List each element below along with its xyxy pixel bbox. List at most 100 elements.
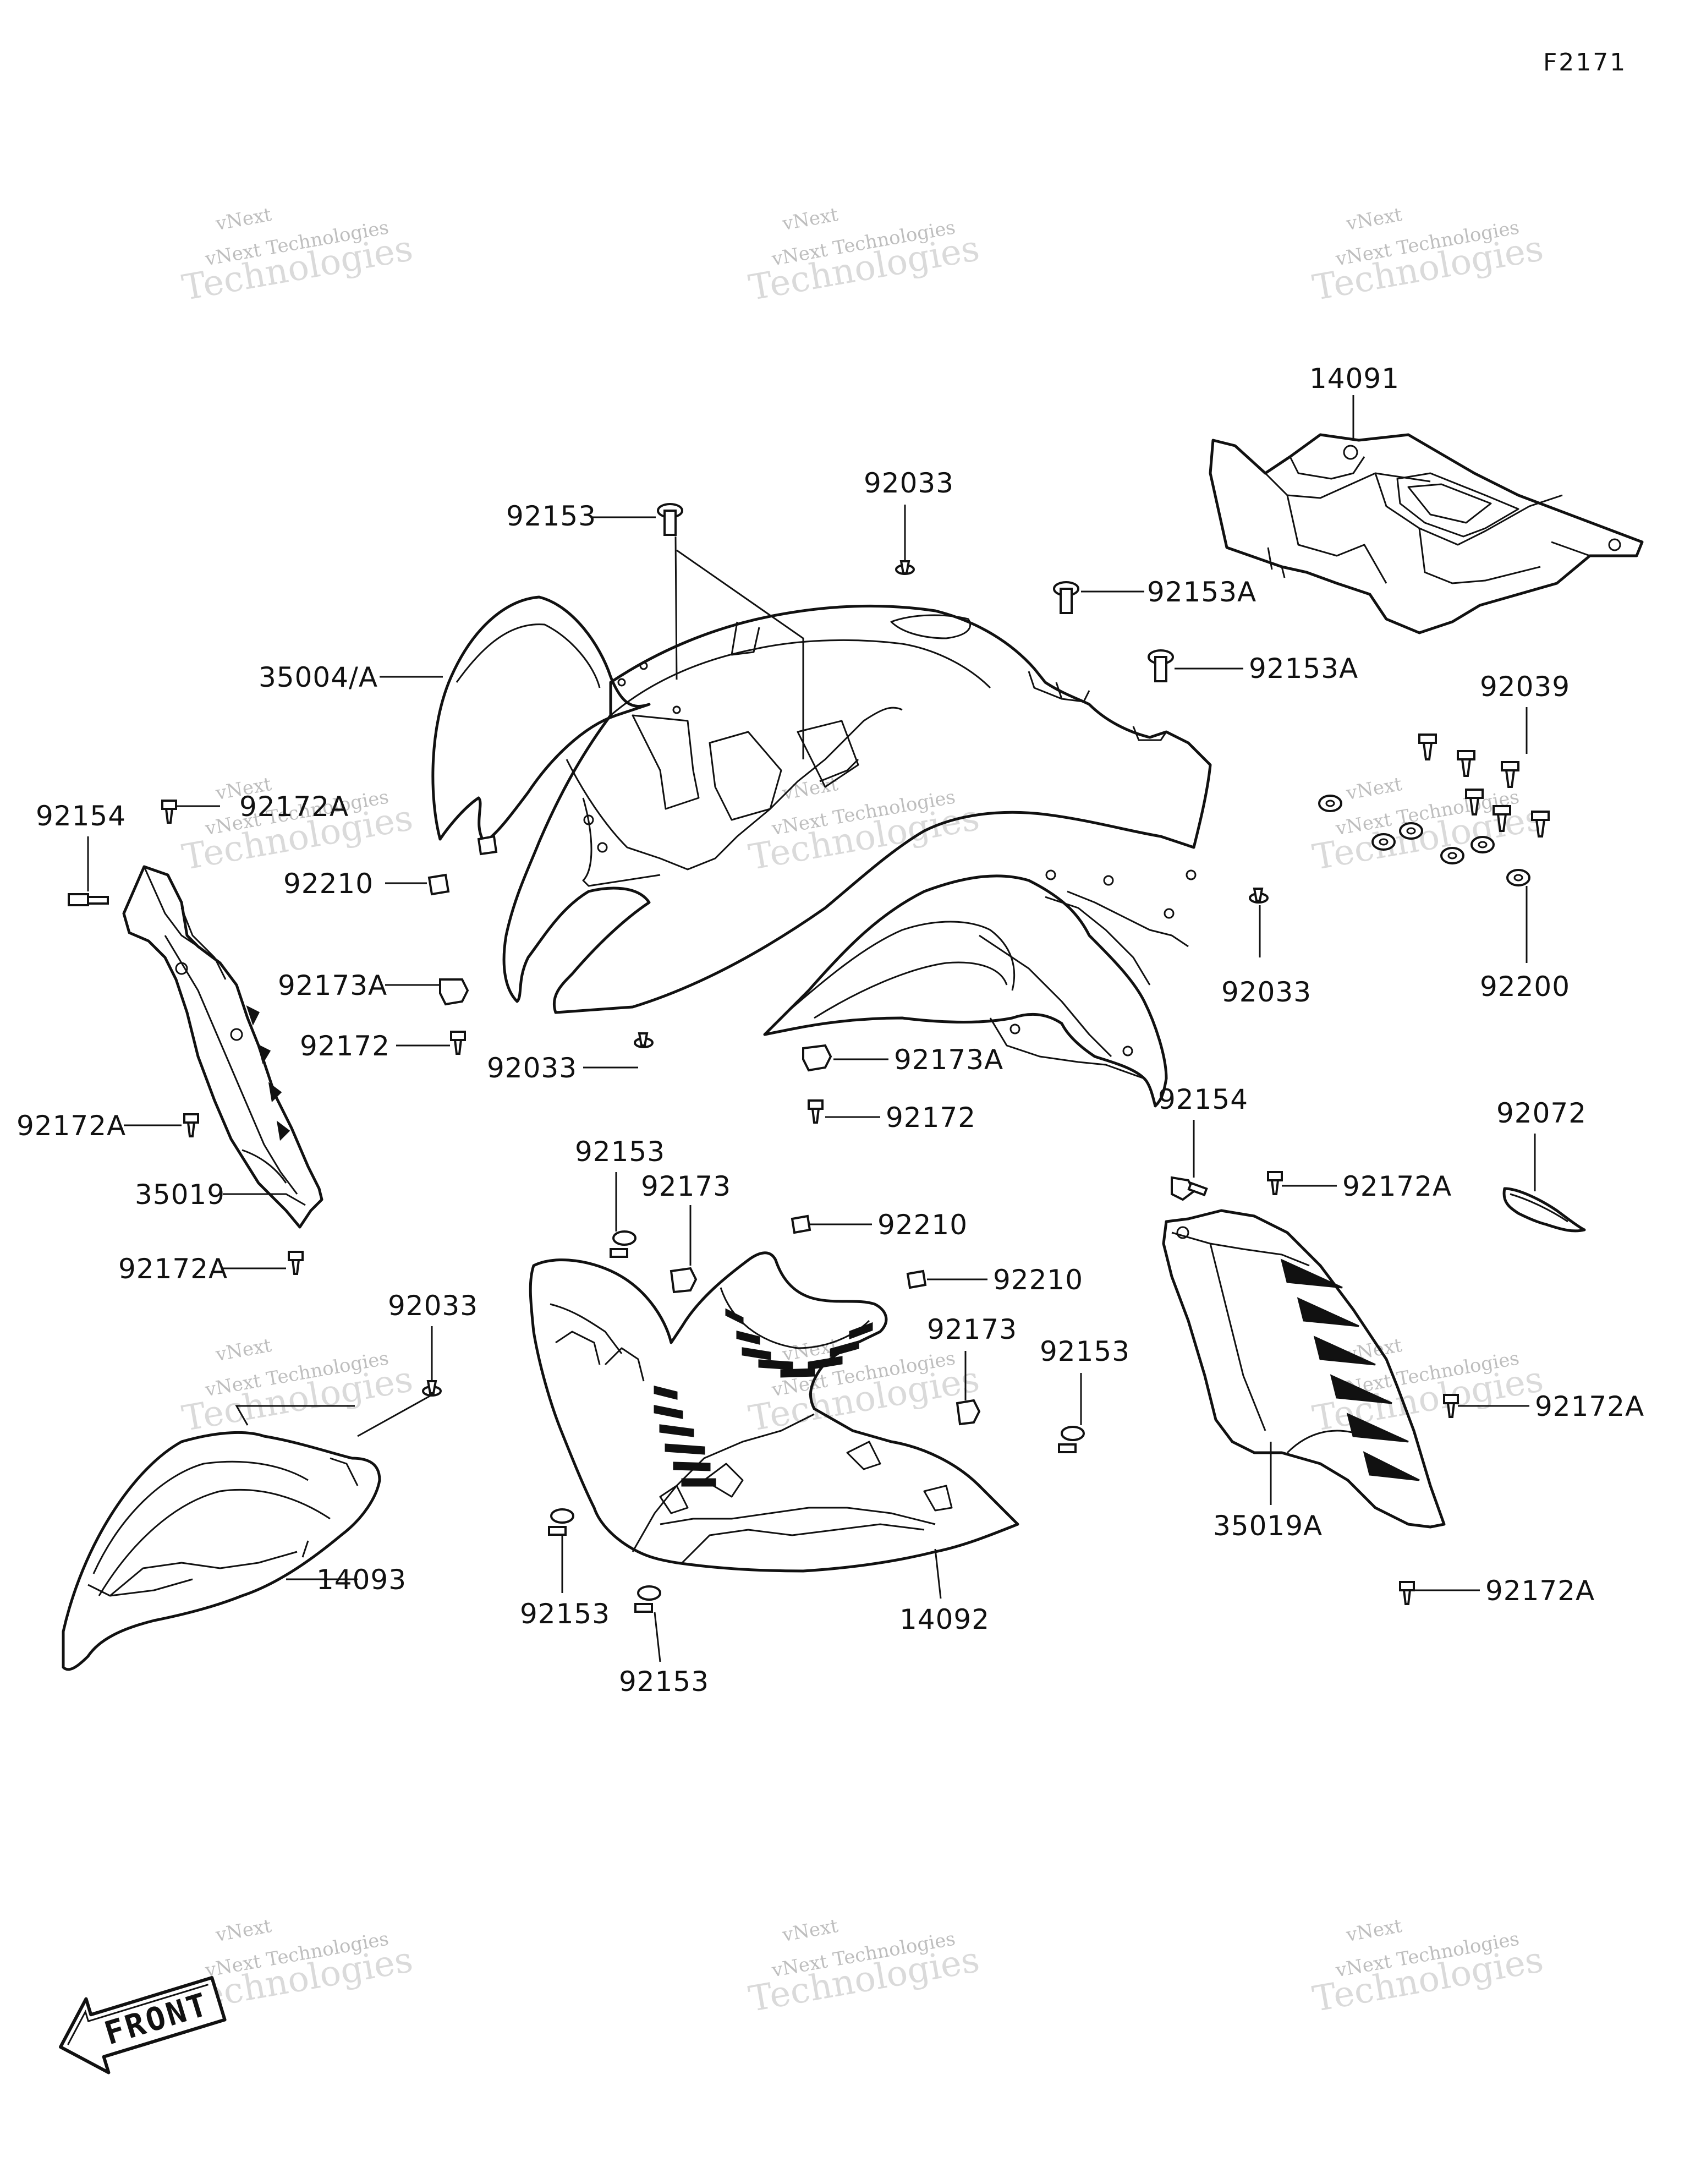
part-35019-left-side-guard (122, 865, 323, 1229)
callout-92154: 92154 (1158, 1083, 1248, 1115)
screw-icon (1443, 1394, 1459, 1418)
callout-92033: 92033 (1221, 976, 1312, 1008)
nut-icon (477, 835, 498, 856)
front-arrow-icon: FRONT (59, 1976, 227, 2074)
callout-92033: 92033 (864, 467, 954, 499)
callout-92153: 92153 (575, 1136, 665, 1168)
bolt-icon (68, 893, 109, 906)
bolt-icon (1058, 1426, 1085, 1453)
callout-92153A: 92153A (1249, 653, 1358, 685)
callout-35019A: 35019A (1213, 1510, 1323, 1542)
watermark: vNext vNext Technologies Technologies (746, 773, 983, 878)
callout-92153: 92153 (1040, 1335, 1130, 1367)
callout-92033: 92033 (388, 1290, 478, 1322)
watermark-accent: vNext (213, 1915, 273, 1946)
nut-icon (906, 1269, 927, 1289)
clip-icon (895, 560, 915, 575)
callout-92039: 92039 (1480, 671, 1570, 703)
watermark-accent: vNext (213, 204, 273, 235)
bolt-icon (657, 503, 683, 536)
clip-icon (956, 1399, 981, 1426)
callout-92173A: 92173A (894, 1044, 1003, 1076)
callout-35019: 35019 (135, 1179, 225, 1211)
callout-92210: 92210 (283, 868, 374, 900)
part-14091-inner-panel (1209, 433, 1644, 634)
clip-icon (670, 1267, 698, 1294)
callout-92153: 92153 (520, 1598, 610, 1630)
watermark-accent: vNext (213, 1334, 273, 1366)
callout-92172: 92172 (300, 1030, 390, 1062)
watermark-accent: vNext (780, 1915, 840, 1946)
screw-icon (450, 1031, 466, 1055)
bolt-icon (1171, 1176, 1208, 1201)
bolt-icon (634, 1585, 661, 1613)
bolt-icon (548, 1508, 574, 1536)
part-14093-front-cover (62, 1431, 381, 1671)
callout-92172A: 92172A (17, 1110, 126, 1142)
washer-set-icon (1318, 795, 1530, 886)
callout-92072: 92072 (1496, 1097, 1587, 1129)
callout-92172A: 92172A (118, 1253, 228, 1285)
callout-labels: 14091 92153 92033 92153A 35004/A 92153A … (17, 363, 1644, 1698)
screw-icon (808, 1099, 824, 1124)
callout-14093: 14093 (316, 1564, 407, 1596)
bolt-icon (1148, 649, 1174, 682)
watermark-accent: vNext (1344, 204, 1404, 235)
callout-92172A: 92172A (1342, 1170, 1452, 1202)
callout-92200: 92200 (1480, 971, 1570, 1003)
clip-icon (634, 1032, 654, 1048)
callout-14091: 14091 (1309, 363, 1400, 395)
clip-icon (439, 978, 469, 1006)
callout-92153A: 92153A (1147, 576, 1256, 608)
clip-icon (802, 1044, 832, 1072)
callout-92153: 92153 (619, 1666, 709, 1698)
screw-icon (183, 1113, 199, 1137)
watermark-accent: vNext (1344, 1915, 1404, 1946)
hardware-group (68, 503, 1550, 1613)
watermark: vNext vNext Technologies Technologies (746, 1915, 983, 2020)
bolt-icon (1053, 581, 1079, 614)
callout-92154: 92154 (36, 800, 126, 832)
clip-icon (1249, 888, 1269, 904)
part-35019A-right-side-guard (1162, 1209, 1446, 1529)
part-35004-front-fender (431, 595, 1212, 1108)
screw-set-icon (1418, 734, 1550, 838)
grille-upper (725, 1308, 873, 1378)
watermark-accent: vNext (1344, 773, 1404, 804)
callout-14092: 14092 (899, 1603, 990, 1635)
callout-35004-A: 35004/A (259, 661, 378, 693)
watermark: vNext vNext Technologies Technologies (1310, 1334, 1546, 1439)
watermark-accent: vNext (780, 204, 840, 235)
clip-icon (422, 1380, 442, 1397)
callout-92172A: 92172A (1535, 1391, 1644, 1422)
watermark-group: vNext vNext Technologies Technologies vN… (179, 204, 1546, 2020)
nut-icon (427, 873, 450, 896)
callout-92210: 92210 (877, 1209, 968, 1241)
watermark: vNext vNext Technologies Technologies (746, 204, 983, 309)
part-14092-front-cowl (529, 1251, 1019, 1573)
grille-lower (654, 1386, 716, 1487)
part-92072-band (1502, 1187, 1586, 1233)
callout-92173: 92173 (927, 1313, 1017, 1345)
callout-92172A: 92172A (1485, 1575, 1595, 1607)
callout-92210: 92210 (993, 1264, 1083, 1296)
watermark: vNext vNext Technologies Technologies (179, 1334, 416, 1439)
watermark: vNext vNext Technologies Technologies (1310, 204, 1546, 309)
bolt-icon (610, 1230, 637, 1258)
screw-icon (1267, 1171, 1283, 1195)
nut-icon (791, 1214, 811, 1234)
callout-92033: 92033 (487, 1052, 577, 1084)
watermark: vNext vNext Technologies Technologies (179, 204, 416, 309)
callout-92173: 92173 (641, 1170, 731, 1202)
callout-92173A: 92173A (278, 970, 387, 1001)
leader-lines (87, 395, 1536, 1662)
callout-92172A: 92172A (239, 791, 349, 823)
screw-icon (288, 1251, 304, 1275)
watermark: vNext vNext Technologies Technologies (1310, 1915, 1546, 2020)
figure-code: F2171 (1543, 48, 1627, 76)
screw-icon (1399, 1581, 1415, 1605)
callout-92172: 92172 (886, 1102, 976, 1134)
screw-icon (161, 800, 177, 824)
callout-92153: 92153 (506, 500, 596, 532)
